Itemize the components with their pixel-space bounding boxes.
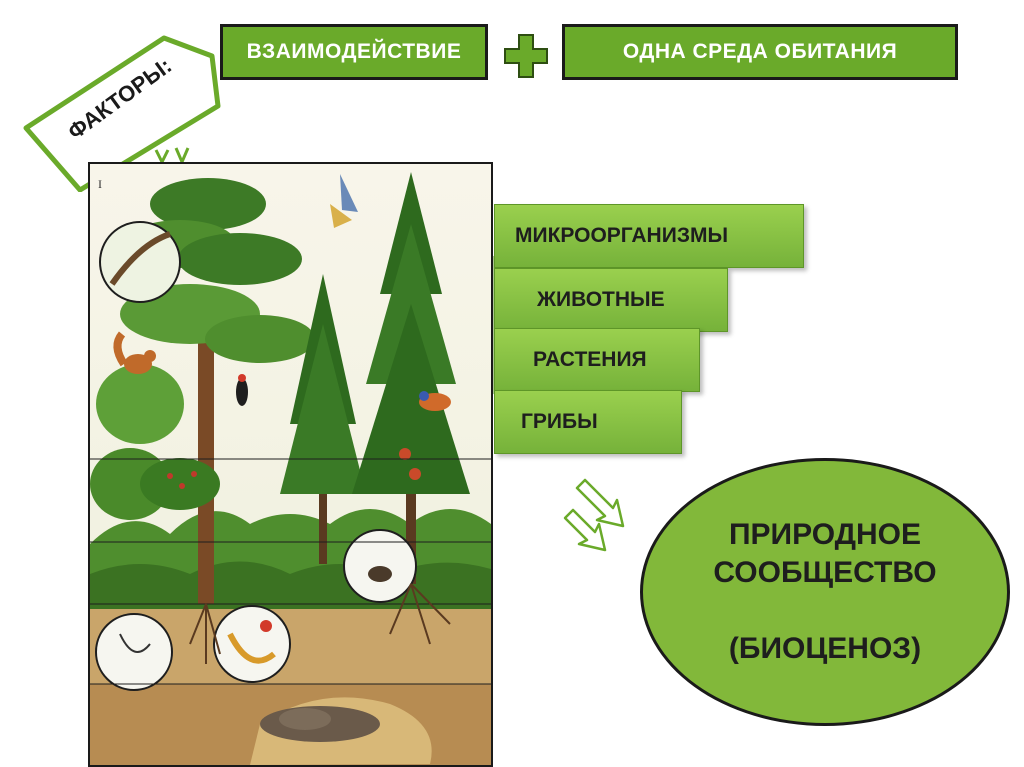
result-line-1: ПРИРОДНОЕ bbox=[728, 518, 922, 551]
habitat-label: ОДНА СРЕДА ОБИТАНИЯ bbox=[622, 40, 898, 63]
factors-tag-shape bbox=[23, 35, 221, 192]
factor-label: МИКРООРГАНИЗМЫ bbox=[515, 224, 729, 247]
factor-label: РАСТЕНИЯ bbox=[533, 348, 647, 371]
panel-number: I bbox=[98, 177, 102, 191]
interaction-box: ВЗАИМОДЕЙСТВИЕ bbox=[220, 24, 488, 80]
forest-ecosystem-illustration: I bbox=[88, 162, 493, 767]
factor-label: ГРИБЫ bbox=[521, 410, 598, 433]
factor-microorganisms: МИКРООРГАНИЗМЫ bbox=[494, 204, 804, 268]
factor-plants: РАСТЕНИЯ bbox=[494, 328, 700, 392]
natural-community-ellipse: ПРИРОДНОЕ СООБЩЕСТВО (БИОЦЕНОЗ) bbox=[640, 458, 1010, 726]
factor-animals: ЖИВОТНЫЕ bbox=[494, 268, 728, 332]
result-line-2: СООБЩЕСТВО bbox=[713, 556, 937, 589]
plus-icon bbox=[504, 34, 548, 78]
interaction-label: ВЗАИМОДЕЙСТВИЕ bbox=[246, 40, 462, 63]
result-biocenosis: (БИОЦЕНОЗ) bbox=[728, 632, 922, 665]
habitat-box: ОДНА СРЕДА ОБИТАНИЯ bbox=[562, 24, 958, 80]
forest-scene: I bbox=[90, 164, 491, 765]
arrows-down-right-icon bbox=[563, 478, 625, 552]
factor-label: ЖИВОТНЫЕ bbox=[537, 288, 665, 311]
factor-fungi: ГРИБЫ bbox=[494, 390, 682, 454]
